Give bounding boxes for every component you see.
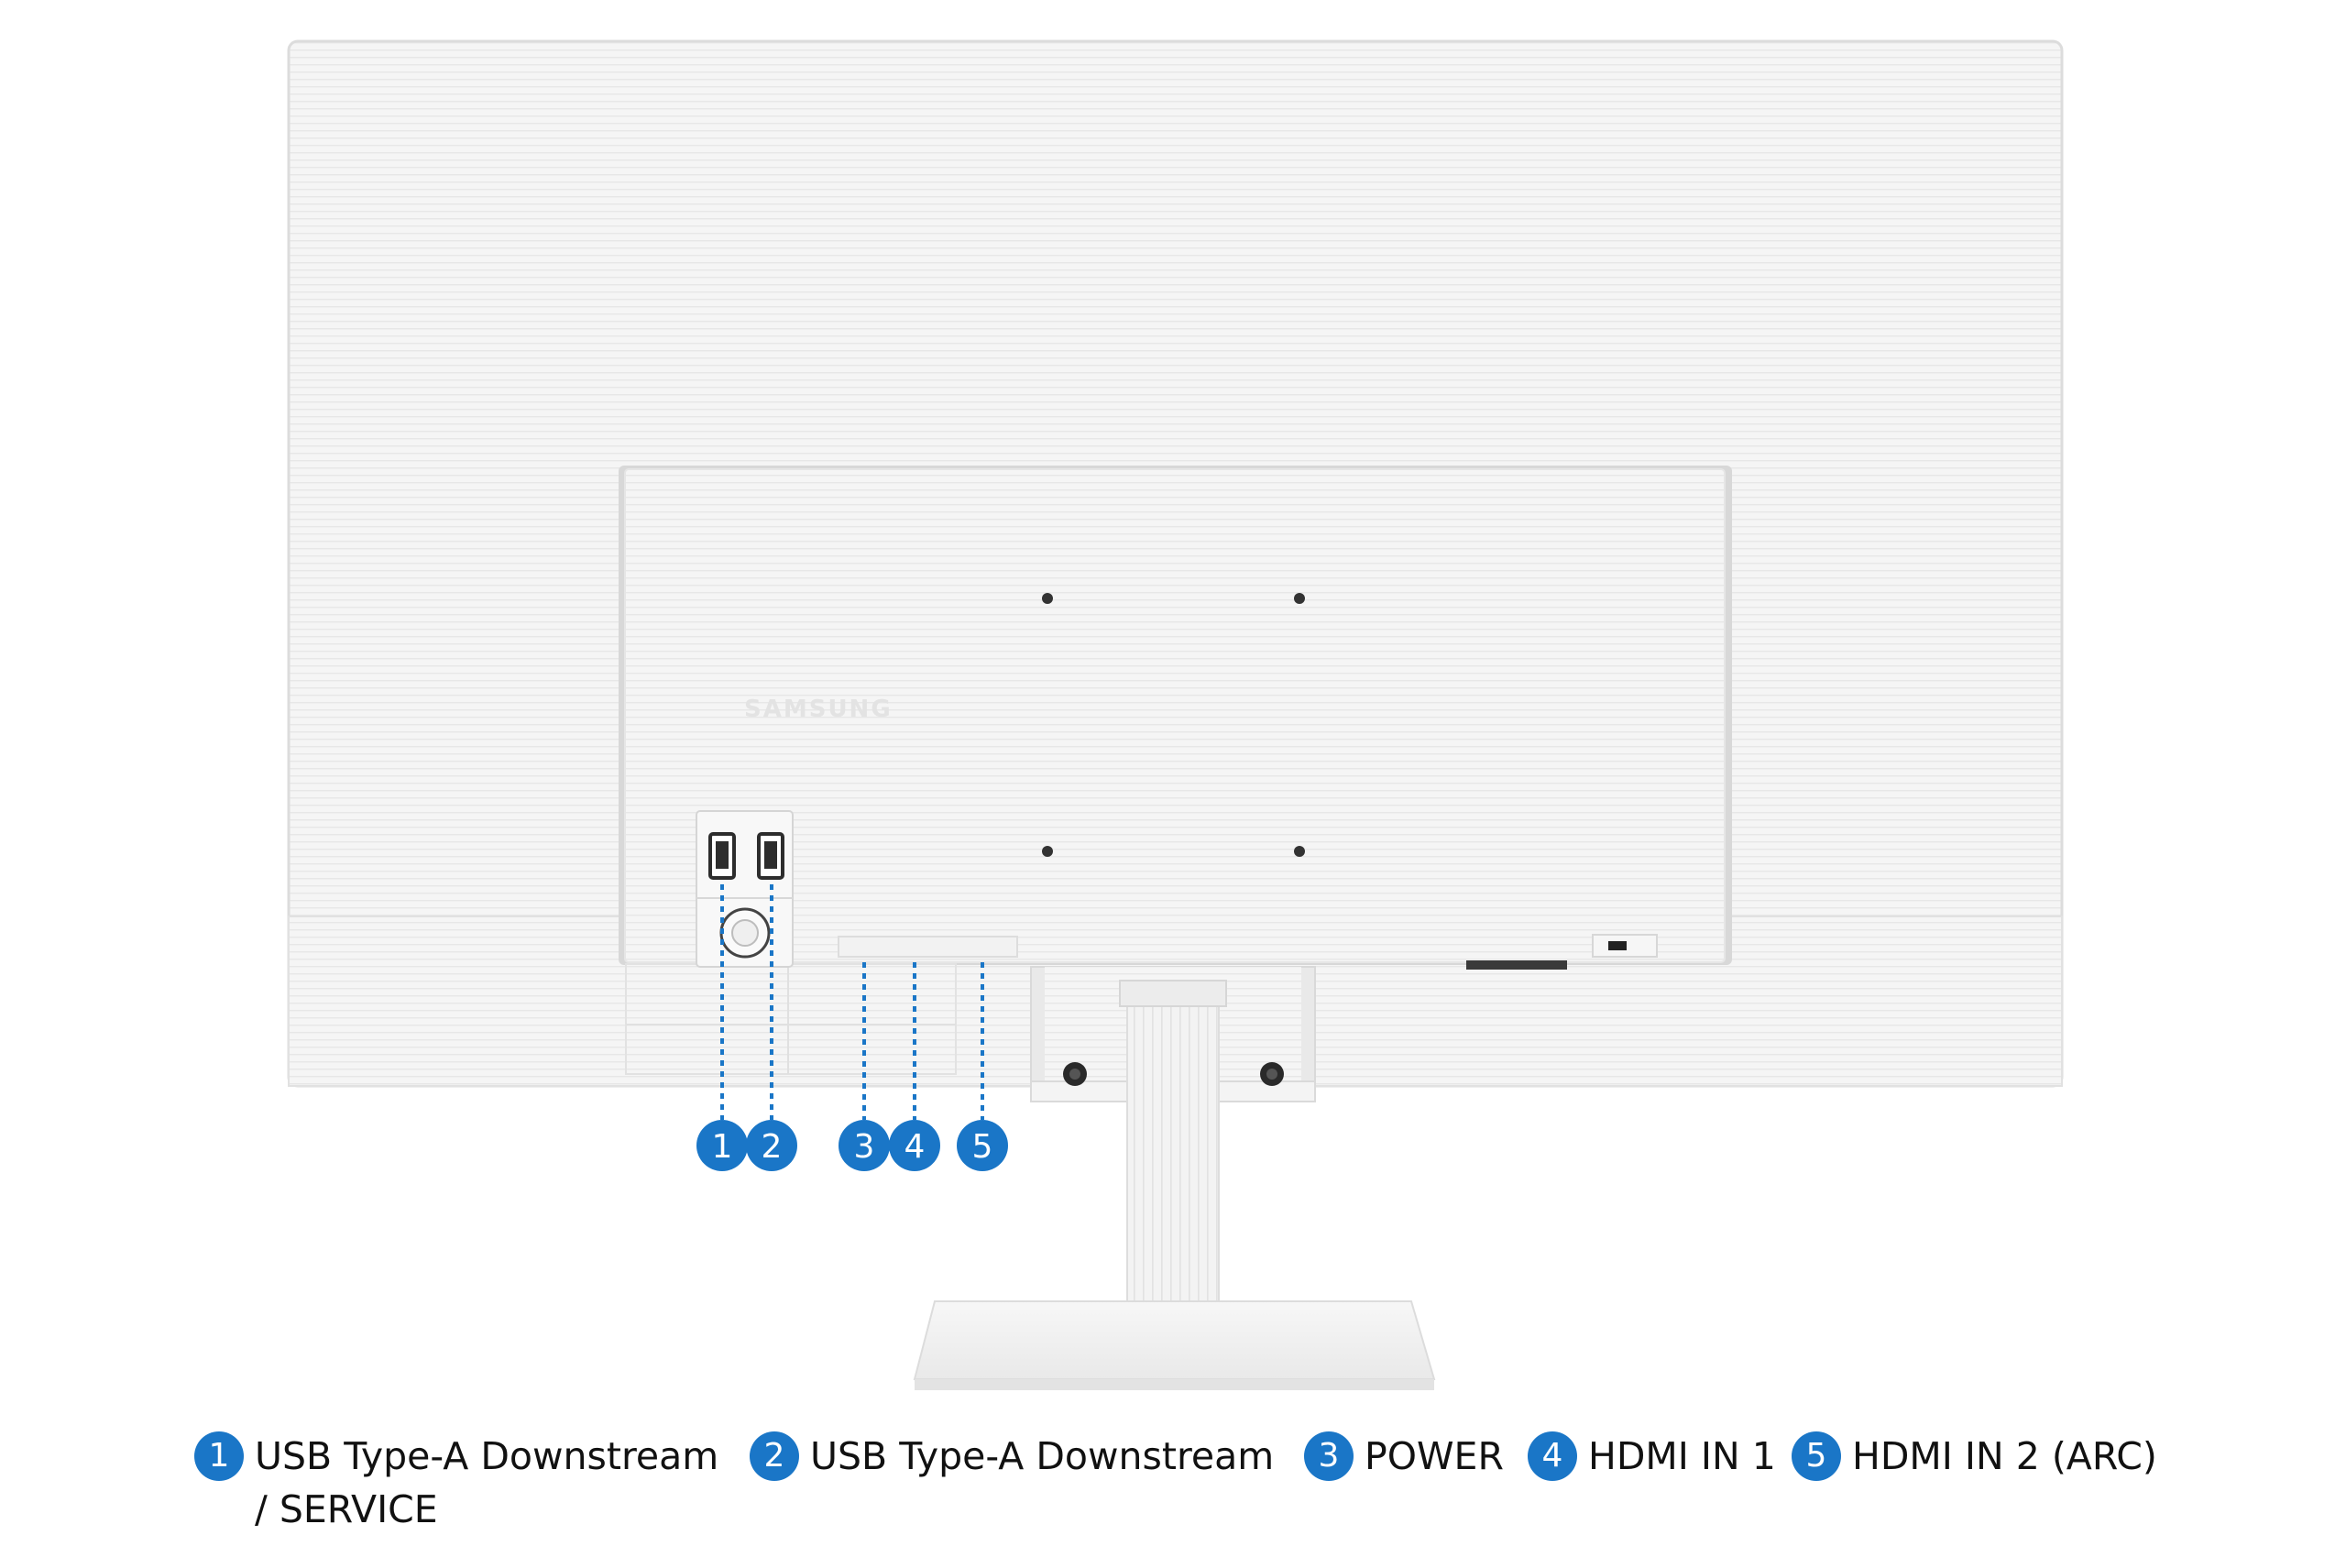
svg-text:1: 1 xyxy=(712,1128,733,1166)
port-legend: 1 USB Type-A Downstream / SERVICE 2 USB … xyxy=(0,1430,2346,1549)
svg-text:2: 2 xyxy=(762,1128,783,1166)
legend-badge: 1 xyxy=(194,1431,244,1481)
legend-badge: 4 xyxy=(1528,1431,1577,1481)
svg-text:4: 4 xyxy=(904,1128,926,1166)
legend-label: POWER xyxy=(1365,1434,1504,1478)
svg-text:5: 5 xyxy=(972,1128,993,1166)
rear-port-plate xyxy=(838,936,1018,958)
callout-4: 4 xyxy=(889,1120,940,1171)
callout-3: 3 xyxy=(839,1120,890,1171)
legend-label: HDMI IN 2 (ARC) xyxy=(1852,1434,2157,1478)
callout-badges: 1 2 3 4 5 xyxy=(696,1120,1008,1171)
rear-housing: SAMSUNG xyxy=(619,466,1732,965)
callout-2: 2 xyxy=(746,1120,797,1171)
vesa-mount-holes xyxy=(1042,593,1305,857)
legend-badge: 3 xyxy=(1304,1431,1354,1481)
legend-item-usb-service: 1 USB Type-A Downstream / SERVICE xyxy=(194,1430,718,1536)
callout-5: 5 xyxy=(957,1120,1008,1171)
legend-badge: 2 xyxy=(750,1431,799,1481)
usb-port-block xyxy=(696,810,794,968)
brand-logo: SAMSUNG xyxy=(744,696,893,723)
legend-item-usb: 2 USB Type-A Downstream xyxy=(750,1430,1274,1483)
legend-item-hdmi-2-arc: 5 HDMI IN 2 (ARC) xyxy=(1792,1430,2157,1483)
legend-label: USB Type-A Downstream / SERVICE xyxy=(255,1434,719,1531)
svg-text:3: 3 xyxy=(854,1128,875,1166)
legend-item-power: 3 POWER xyxy=(1304,1430,1504,1483)
legend-label: USB Type-A Downstream xyxy=(810,1434,1275,1478)
legend-item-hdmi-1: 4 HDMI IN 1 xyxy=(1528,1430,1776,1483)
legend-label: HDMI IN 1 xyxy=(1588,1434,1776,1478)
legend-badge: 5 xyxy=(1792,1431,1841,1481)
callout-leaders xyxy=(720,884,984,1120)
stand xyxy=(913,966,1436,1390)
callout-1: 1 xyxy=(696,1120,748,1171)
